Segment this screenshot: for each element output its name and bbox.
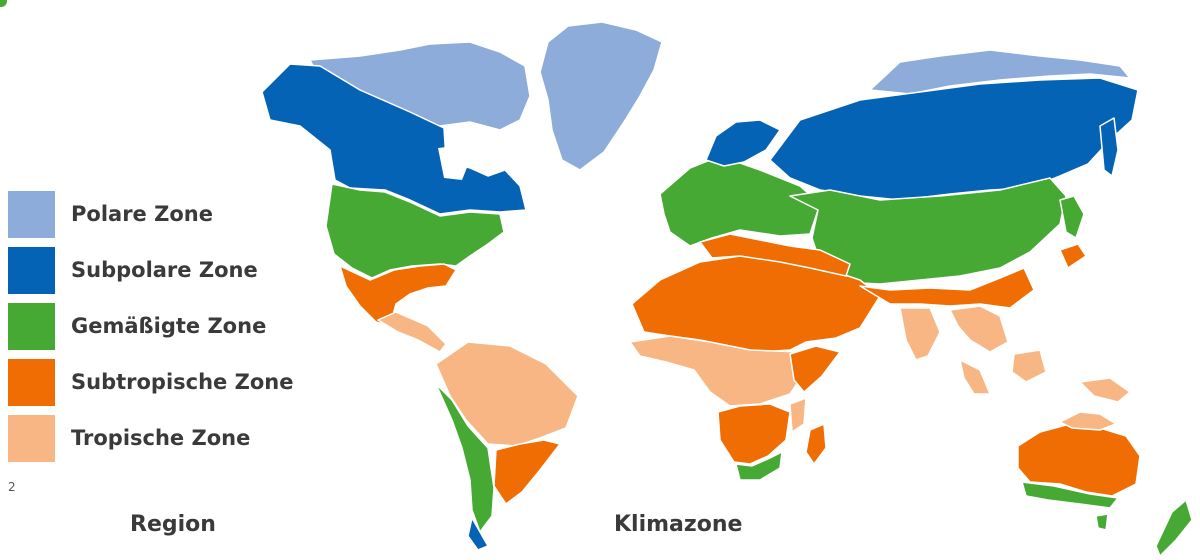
region-kamchatka-subpolar (1099, 117, 1119, 177)
corner-mark (0, 0, 7, 7)
legend-label-subpolar: Subpolare Zone (71, 258, 258, 282)
region-central-africa-tropical (629, 335, 807, 407)
legend-item-tropical: Tropische Zone (8, 410, 293, 466)
footer-label-region: Region (130, 512, 216, 537)
region-south-asia-subtropical (859, 267, 1035, 309)
legend: Polare Zone Subpolare Zone Gemäßigte Zon… (8, 186, 293, 466)
region-borneo-tropical (1011, 349, 1047, 383)
region-japan-temperate (1059, 195, 1085, 239)
legend-item-subtropical: Subtropische Zone (8, 354, 293, 410)
region-tasmania-temperate (1095, 513, 1109, 531)
region-east-africa-tropical (789, 397, 807, 433)
region-indonesia-tropical (959, 359, 991, 395)
legend-swatch-polar (8, 190, 55, 238)
region-madagascar-subtropical (805, 423, 827, 465)
legend-label-subtropical: Subtropische Zone (71, 370, 294, 394)
legend-swatch-tropical (8, 414, 55, 462)
region-greenland (539, 21, 663, 171)
legend-swatch-subpolar (8, 246, 55, 294)
region-new-zealand-temperate (1155, 499, 1193, 557)
region-australia-tropical (1059, 411, 1117, 431)
region-russia-subpolar (769, 77, 1139, 201)
legend-label-tropical: Tropische Zone (71, 426, 251, 450)
region-scandinavia-subpolar (705, 119, 781, 167)
region-south-america-temperate (435, 383, 495, 533)
legend-label-temperate: Gemäßigte Zone (71, 314, 267, 338)
legend-swatch-temperate (8, 302, 55, 350)
region-horn-of-africa-subtropical (789, 345, 841, 393)
region-india-tropical (899, 307, 941, 361)
region-mediterranean-subtropical (699, 233, 851, 277)
footer-label-klimazone: Klimazone (614, 512, 743, 537)
region-australia-temperate (1021, 481, 1119, 509)
region-japan-subtropical (1059, 243, 1087, 269)
page-number: 2 (8, 480, 16, 494)
region-new-guinea-tropical (1079, 377, 1131, 403)
legend-swatch-subtropical (8, 358, 55, 406)
region-south-africa-temperate (735, 451, 783, 481)
region-south-america-subtropical (493, 439, 561, 505)
region-central-america-tropical (377, 311, 447, 353)
region-southern-africa-subtropical (717, 403, 791, 465)
region-north-america-subtropical (339, 263, 457, 327)
legend-label-polar: Polare Zone (71, 202, 213, 226)
legend-item-subpolar: Subpolare Zone (8, 242, 293, 298)
region-patagonia-subpolar (467, 517, 489, 551)
region-russian-arctic (869, 49, 1131, 95)
region-north-america-temperate (325, 183, 505, 279)
legend-item-temperate: Gemäßigte Zone (8, 298, 293, 354)
legend-item-polar: Polare Zone (8, 186, 293, 242)
region-south-america-tropical (435, 341, 579, 447)
region-southeast-asia-tropical (949, 305, 1009, 353)
